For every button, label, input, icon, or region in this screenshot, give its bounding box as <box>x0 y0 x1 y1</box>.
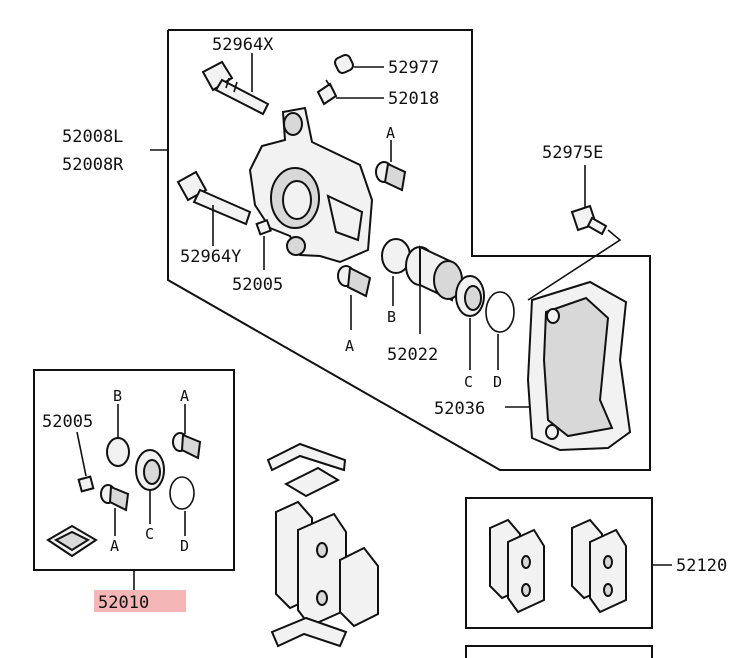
highlight-52010 <box>94 590 186 612</box>
boot-a-lower <box>337 265 372 298</box>
callout-a-lower: A <box>345 337 354 355</box>
bleeder-cap-52977 <box>334 54 354 74</box>
caliper-body <box>248 106 374 264</box>
boot-a-upper <box>375 161 407 192</box>
pad-clips-bottom <box>270 616 348 648</box>
label-52008l: 52008L <box>62 127 123 147</box>
label-52964x: 52964X <box>212 35 274 55</box>
leader-bolt-bracket <box>527 229 622 301</box>
label-52977: 52977 <box>388 58 439 78</box>
label-52008r: 52008R <box>62 155 124 175</box>
bracket-52036 <box>526 280 632 452</box>
label-52120: 52120 <box>676 556 727 576</box>
pad-set-left <box>489 518 545 614</box>
callout-b: B <box>387 308 396 326</box>
label-52018: 52018 <box>388 89 439 109</box>
label-52036: 52036 <box>434 399 485 419</box>
piston-boot-c <box>455 275 485 317</box>
ring-d <box>485 291 515 333</box>
callout-c: C <box>464 373 473 391</box>
guide-pin-52964x <box>201 60 270 116</box>
bushing-52005-top <box>255 218 272 236</box>
bleeder-screw-52018 <box>316 79 338 106</box>
callout-kit-b: B <box>113 387 122 405</box>
callout-kit-d: D <box>180 537 189 555</box>
label-52005-top: 52005 <box>232 275 283 295</box>
brake-pads-loose <box>275 500 379 628</box>
guide-pin-52964y <box>176 170 252 226</box>
callout-kit-c: C <box>145 525 154 543</box>
bolt-52975e <box>570 204 608 236</box>
kit-boot-a-left <box>100 484 130 512</box>
kit-boot-a-right <box>172 432 202 460</box>
kit-seal-b <box>106 437 130 467</box>
kit-boot-c <box>135 449 165 491</box>
kit-ring-d <box>169 476 195 510</box>
label-52975e: 52975E <box>542 143 603 163</box>
kit-grease-packet <box>46 524 98 558</box>
label-52010: 52010 <box>98 593 149 613</box>
pad-set-right <box>571 518 627 614</box>
callout-kit-a-left: A <box>110 537 119 555</box>
callout-a-upper: A <box>386 124 395 142</box>
leader-kit-52005 <box>76 431 87 477</box>
pad-set-frame <box>465 497 653 629</box>
callout-d: D <box>493 373 502 391</box>
label-52964y: 52964Y <box>180 247 241 267</box>
label-52005-kit: 52005 <box>42 412 93 432</box>
lower-frame-partial <box>465 645 653 658</box>
piston-52022 <box>405 245 463 302</box>
pad-clips-top <box>266 442 347 498</box>
caliper-assembly-frame <box>167 29 651 471</box>
label-52022: 52022 <box>387 345 438 365</box>
kit-bushing-52005 <box>77 475 95 493</box>
callout-kit-a-right: A <box>180 387 189 405</box>
